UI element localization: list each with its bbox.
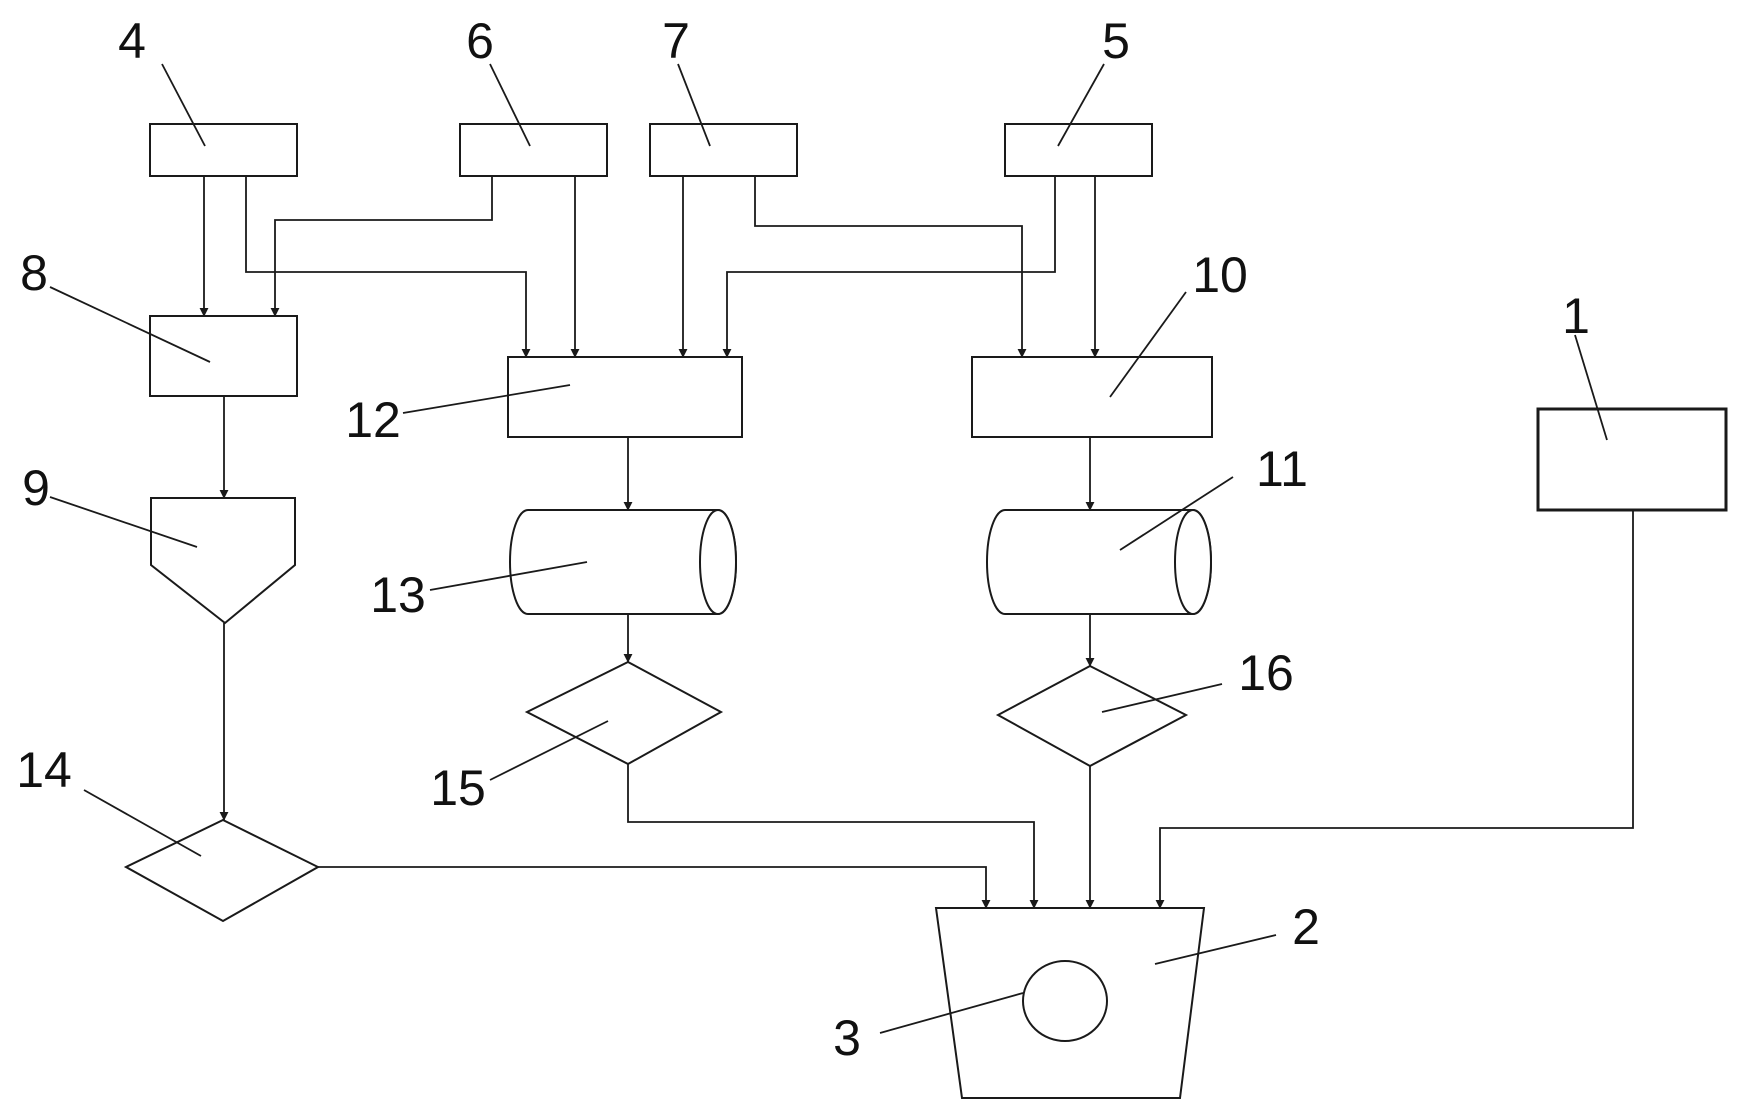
label-12: 12 xyxy=(345,392,401,448)
label-16: 16 xyxy=(1238,645,1294,701)
flow-1-to-2 xyxy=(1155,510,1634,909)
flow-7-to-10 xyxy=(754,176,1027,358)
flow-15-to-2 xyxy=(627,764,1039,909)
box-5 xyxy=(1004,123,1153,177)
label-13: 13 xyxy=(370,567,426,623)
box-1 xyxy=(1536,407,1728,512)
box-10 xyxy=(971,356,1213,438)
label-14: 14 xyxy=(16,742,72,798)
box-6 xyxy=(459,123,608,177)
label-5: 5 xyxy=(1102,13,1130,69)
leader-14 xyxy=(83,789,202,857)
label-7: 7 xyxy=(662,13,690,69)
leader-13 xyxy=(429,561,588,591)
box-8 xyxy=(149,315,298,397)
label-15: 15 xyxy=(430,760,486,816)
leader-3 xyxy=(879,992,1024,1034)
box-4 xyxy=(149,123,298,177)
leader-15 xyxy=(489,720,609,781)
hopper-9 xyxy=(150,497,296,625)
leader-1 xyxy=(1574,334,1608,441)
flow-4-to-12 xyxy=(245,176,531,358)
flow-14-to-2 xyxy=(318,866,991,909)
label-11: 11 xyxy=(1256,441,1308,497)
diamond-14 xyxy=(123,818,321,923)
diamond-15 xyxy=(524,660,724,766)
label-2: 2 xyxy=(1292,899,1320,955)
diamond-16 xyxy=(995,664,1189,768)
drum-11 xyxy=(986,509,1212,615)
leader-6 xyxy=(489,63,531,147)
leader-10 xyxy=(1109,291,1187,398)
leader-5 xyxy=(1057,63,1105,147)
box-7 xyxy=(649,123,798,177)
leader-7 xyxy=(677,63,711,147)
drum-13 xyxy=(509,509,737,615)
flow-6-to-8 xyxy=(270,176,493,317)
leader-9 xyxy=(49,496,198,548)
label-10: 10 xyxy=(1192,247,1248,303)
label-1: 1 xyxy=(1562,288,1590,344)
leader-12 xyxy=(402,384,571,414)
label-3: 3 xyxy=(833,1010,861,1066)
leader-4 xyxy=(161,63,206,147)
leader-11 xyxy=(1119,476,1234,551)
label-4: 4 xyxy=(118,13,146,69)
flow-5-to-12 xyxy=(722,176,1056,358)
label-9: 9 xyxy=(22,460,50,516)
label-6: 6 xyxy=(466,13,494,69)
leader-8 xyxy=(49,286,211,363)
box-12 xyxy=(507,356,743,438)
opening-3 xyxy=(1022,960,1108,1042)
label-8: 8 xyxy=(20,245,48,301)
leader-16 xyxy=(1101,683,1223,713)
leader-2 xyxy=(1154,934,1277,965)
